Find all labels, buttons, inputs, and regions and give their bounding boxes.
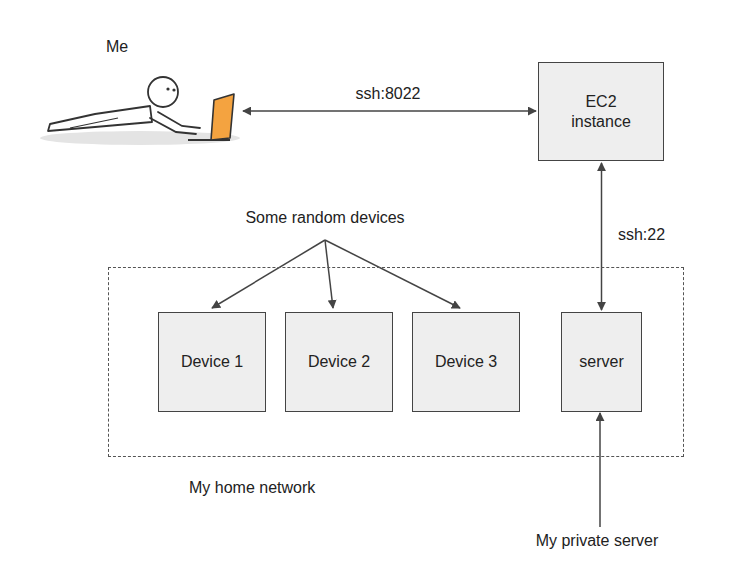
server-leader [599, 413, 601, 527]
free-label: Me [104, 38, 130, 56]
ssh-connector [601, 163, 603, 310]
box-label: EC2 instance [561, 92, 641, 132]
network-region: My home networkDevice 1Device 2Device 3s… [108, 267, 684, 457]
box-label: Device 2 [308, 352, 370, 372]
device-box: EC2 instance [538, 62, 664, 161]
free-label: Some random devices [243, 209, 406, 227]
free-label: My private server [534, 532, 661, 550]
person-illustration [40, 77, 240, 145]
device-box: server [561, 312, 642, 412]
connector-label: ssh:22 [616, 226, 667, 244]
device-box: Device 2 [285, 312, 393, 412]
device-leaders [212, 240, 460, 308]
box-label: Device 3 [435, 352, 497, 372]
box-label: server [579, 352, 623, 372]
box-label: Device 1 [181, 352, 243, 372]
region-label: My home network [189, 478, 315, 498]
free-label: ssh:8022 [354, 85, 423, 103]
device-box: Device 3 [412, 312, 520, 412]
ssh-link [243, 110, 536, 112]
device-box: Device 1 [158, 312, 266, 412]
